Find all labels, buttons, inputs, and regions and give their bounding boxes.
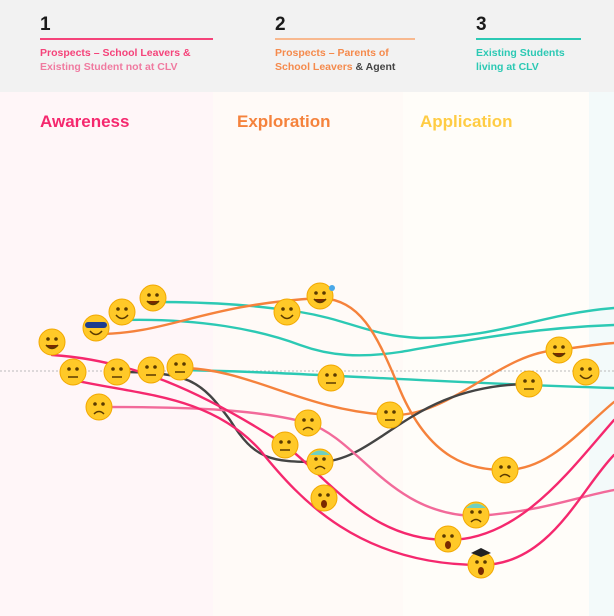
persona-desc-line2a: School Leavers [275, 61, 353, 73]
persona-desc-line2: Existing Student not at CLV [40, 61, 178, 73]
neutral-emoji-icon [59, 358, 87, 386]
astonished-emoji-icon [310, 484, 338, 512]
stage-application: Application [420, 112, 513, 131]
neutral-emoji-icon [515, 370, 543, 398]
neutral-emoji-icon [137, 356, 165, 384]
cold-sweat-emoji-icon [462, 501, 490, 529]
stage-exploration: Exploration [237, 112, 331, 131]
grin-emoji-icon [139, 284, 167, 312]
persona-rule [40, 38, 213, 40]
thinking-emoji-icon [317, 364, 345, 392]
persona-rule [476, 38, 581, 40]
journey-line-orange-1 [94, 296, 614, 472]
journey-line-pink [97, 405, 614, 518]
persona-header: 1 Prospects – School Leavers & Existing … [0, 0, 614, 92]
persona-desc-line1: Existing Students [476, 47, 565, 59]
persona-desc-line1: Prospects – Parents of [275, 47, 389, 59]
frown-emoji-icon [294, 409, 322, 437]
persona-number: 3 [476, 14, 487, 35]
column-next [589, 92, 614, 616]
grin-emoji-icon [545, 336, 573, 364]
triumph-emoji-icon [491, 456, 519, 484]
smile-emoji-icon [108, 298, 136, 326]
persevering-emoji-icon [85, 393, 113, 421]
persona-2: 2 Prospects – Parents of School Leavers … [275, 14, 415, 74]
journey-line-teal-1 [151, 300, 614, 340]
journey-line-red-2 [71, 378, 614, 567]
persona-desc-line2: living at CLV [476, 61, 539, 73]
journey-line-black [115, 370, 531, 464]
persona-desc-line2b: & Agent [352, 61, 396, 73]
persona-1: 1 Prospects – School Leavers & Existing … [40, 14, 213, 74]
stage-awareness: Awareness [40, 112, 130, 131]
persona-desc-line1: Prospects – School Leavers & [40, 47, 191, 59]
cold-sweat-emoji-icon [306, 448, 334, 476]
star-struck-emoji-icon [38, 328, 66, 356]
journey-line-red-1 [50, 353, 614, 542]
persona-number: 2 [275, 14, 286, 35]
wink-emoji-icon [273, 298, 301, 326]
thinking-emoji-icon [271, 431, 299, 459]
neutral-emoji-icon [166, 353, 194, 381]
monocle-emoji-icon [103, 358, 131, 386]
sunglasses-emoji-icon [82, 314, 110, 342]
astonished-emoji-icon [434, 525, 462, 553]
persona-number: 1 [40, 14, 51, 35]
smile-emoji-icon [572, 358, 600, 386]
persona-rule [275, 38, 415, 40]
persona-3: 3 Existing Students living at CLV [476, 14, 581, 74]
journey-line-teal-2 [120, 318, 614, 357]
sweat-grin-emoji-icon [306, 282, 335, 310]
monocle-emoji-icon [376, 401, 404, 429]
graduate-scream-emoji-icon [467, 548, 495, 579]
